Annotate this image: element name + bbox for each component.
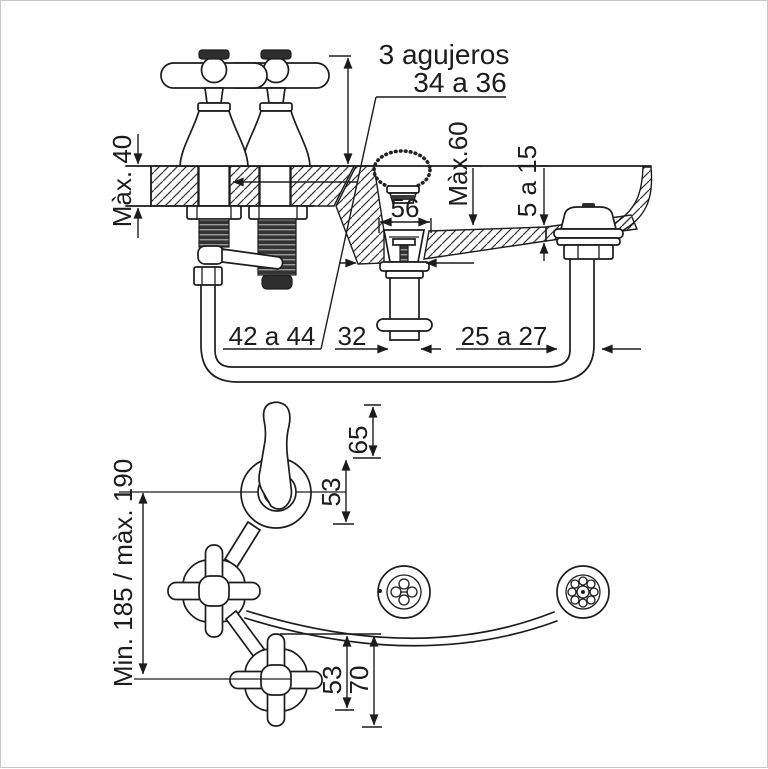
tap-right-cap <box>260 49 292 60</box>
tap-left-shank <box>186 205 284 286</box>
drain-washer <box>379 261 430 272</box>
flexible-hose <box>244 610 558 647</box>
tap-left-thread <box>198 218 230 248</box>
dim-56: 56 <box>391 193 420 223</box>
supply-pipe <box>200 256 595 383</box>
knob-dome <box>559 206 618 230</box>
tailpiece-flange <box>376 318 433 332</box>
transfer-tube <box>221 248 284 270</box>
cross-handle-1 <box>167 544 261 638</box>
deck-hatch-2 <box>229 165 260 207</box>
tap-left-hex <box>193 266 223 286</box>
plug-top <box>386 185 420 194</box>
tap-left-hub <box>200 56 228 84</box>
spout-assembly <box>119 401 346 529</box>
side-view-dimensions: Màx. 40 3 agujeros 34 a 36 Màx.60 5 a 15… <box>107 39 641 354</box>
deck-hatch-3 <box>290 165 356 207</box>
spout-lever <box>258 401 293 510</box>
side-section-view: Màx. 40 3 agujeros 34 a 36 Màx.60 5 a 15… <box>107 39 653 383</box>
dim-25-27: 25 a 27 <box>461 321 548 351</box>
drain-stem <box>399 244 409 263</box>
drain-assembly <box>372 149 433 341</box>
drain-seat <box>392 238 416 246</box>
tap-left-stem <box>204 87 224 104</box>
plug-chain-icon <box>372 149 432 191</box>
plan-view: 65 53 Min. 185 / màx. 190 53 70 <box>108 401 610 728</box>
bowl-wall-crescent <box>610 166 653 234</box>
dim-53-spout: 53 <box>316 478 346 507</box>
tap-right-locknut <box>248 205 308 220</box>
hose-connector-top <box>556 565 610 619</box>
knob-nut <box>563 244 614 260</box>
dim-34-36: 34 a 36 <box>413 67 506 98</box>
label-3-agujeros: 3 agujeros <box>379 39 510 70</box>
cross-handle-2 <box>229 633 323 727</box>
dim-max-40: Màx. 40 <box>107 135 137 228</box>
plan-view-dimensions: 65 53 Min. 185 / màx. 190 53 70 <box>108 404 382 728</box>
dim-42-44: 42 a 44 <box>229 321 316 351</box>
dim-70: 70 <box>344 666 374 695</box>
knob-washer <box>556 237 621 246</box>
dim-5-15: 5 a 15 <box>512 145 542 217</box>
tap-left-bell <box>179 110 249 167</box>
dim-min-185-max-190: Min. 185 / màx. 190 <box>108 459 138 687</box>
dim-65: 65 <box>343 426 373 455</box>
drain-outlet-top <box>377 565 431 619</box>
basin-floor-hatch <box>423 226 547 260</box>
tap-right-end-cap <box>261 274 293 290</box>
tap-right-stem <box>266 87 286 104</box>
dim-max-60: Màx.60 <box>443 121 473 206</box>
tap-left-boss <box>197 245 225 265</box>
dim-32: 32 <box>338 321 367 351</box>
tap-right-bell <box>241 110 311 167</box>
tap-left-locknut <box>186 205 242 220</box>
dim-53-handle: 53 <box>317 666 347 695</box>
deck-hatch-1 <box>150 165 199 207</box>
tap-right-shank <box>248 205 308 290</box>
shaft-spout-handle1 <box>223 520 262 569</box>
tap-left <box>160 49 268 167</box>
drain-locknut <box>385 270 424 279</box>
leader-line <box>320 96 377 350</box>
pop-up-knob <box>553 203 624 260</box>
knob-flange <box>553 228 624 239</box>
tap-left-cap <box>198 49 230 60</box>
